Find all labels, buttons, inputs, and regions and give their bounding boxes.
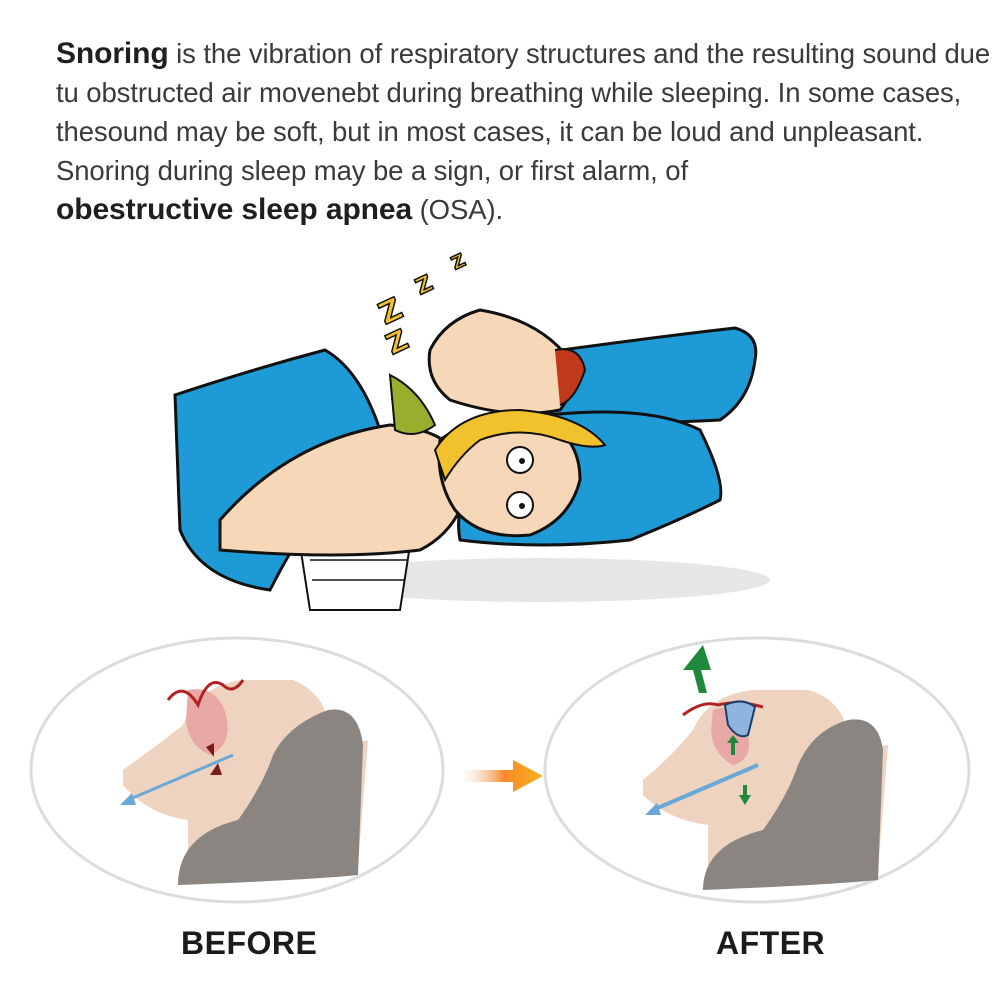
term-snoring: Snoring bbox=[56, 37, 169, 70]
after-label: AFTER bbox=[716, 925, 826, 961]
intro-paragraph: Snoring is the vibration of respiratory … bbox=[56, 34, 996, 229]
before-airway-diagram bbox=[29, 636, 445, 904]
snoring-couple-illustration: Z Z Z Z bbox=[173, 250, 770, 611]
before-label: BEFORE bbox=[181, 925, 318, 961]
snore-z-3: Z bbox=[412, 271, 437, 300]
term-osa: obestructive sleep apnea bbox=[56, 193, 413, 226]
after-airway-diagram bbox=[543, 636, 971, 904]
intro-sentence-2: In some cases, thesound may be soft, but… bbox=[56, 77, 962, 186]
before-to-after-arrow bbox=[465, 760, 543, 792]
osa-abbrev: (OSA). bbox=[412, 194, 504, 225]
snore-z-2: Z bbox=[381, 323, 413, 361]
snore-z-4: Z bbox=[448, 250, 469, 275]
intro-sentence-1: is the vibration of respiratory structur… bbox=[56, 38, 991, 108]
